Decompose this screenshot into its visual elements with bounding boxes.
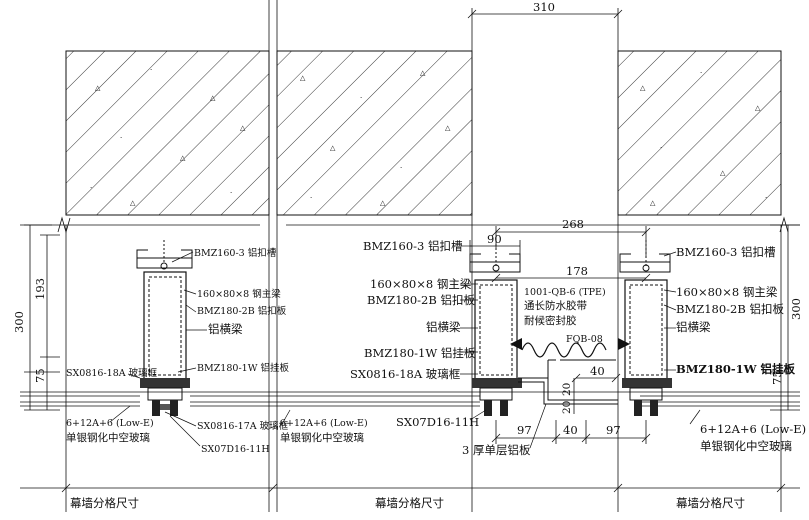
glass-panel-lines	[20, 391, 800, 407]
svg-text:△: △	[650, 199, 656, 207]
bottom-label-middle: 幕墙分格尺寸	[375, 496, 444, 510]
label-tpe-2: 通长防水胶带	[524, 299, 587, 312]
svg-text:△: △	[95, 84, 101, 92]
label-r-beam: 160×80×8 钢主梁	[676, 285, 778, 299]
svg-text:·: ·	[310, 194, 312, 202]
dim-97-left-label: 97	[517, 423, 532, 437]
label-left-bmz180-1w: BMZ180-1W 铝挂板	[197, 362, 289, 374]
label-r-bmz180-2b: BMZ180-2B 铝扣板	[676, 302, 784, 316]
label-c-sx0816-18a: SX0816-18A 玻璃框	[350, 367, 461, 381]
label-c-bmz160: BMZ160-3 铝扣槽	[363, 239, 463, 253]
dim-75-left-label: 75	[33, 368, 47, 383]
label-c-bmz180-2b: BMZ180-2B 铝扣板	[367, 293, 475, 307]
dim-20a-label: 20	[561, 383, 573, 396]
label-r-glass-spec: 6+12A+6 (Low-E)	[700, 422, 806, 436]
bottom-dims	[491, 420, 651, 444]
label-left-hengliang: 铝横梁	[208, 322, 243, 336]
svg-text:△: △	[180, 154, 186, 162]
mid-dims	[469, 226, 651, 283]
dim-178-label: 178	[566, 264, 588, 278]
dim-40-top-label: 40	[590, 364, 605, 378]
concrete-slab-left: △ · △ · △ · △ △ ·	[65, 50, 270, 216]
small-dims	[570, 373, 621, 414]
label-mid-glass-type: 单银钢化中空玻璃	[280, 431, 364, 444]
svg-text:△: △	[445, 124, 451, 132]
svg-text:·: ·	[360, 94, 362, 102]
dim-193-label: 193	[33, 278, 47, 300]
dim-20b-label: 20	[561, 401, 573, 414]
label-left-beam: 160×80×8 钢主梁	[197, 288, 281, 300]
dim-75-right-label: 75	[770, 370, 784, 385]
label-r-bmz180-1w: BMZ180-1W 铝挂板	[676, 362, 796, 376]
bottom-label-left: 幕墙分格尺寸	[70, 496, 139, 510]
label-c-bmz180-1w: BMZ180-1W 铝挂板	[364, 346, 476, 360]
svg-text:·: ·	[230, 189, 232, 197]
svg-text:·: ·	[120, 134, 122, 142]
svg-text:·: ·	[700, 69, 702, 77]
svg-text:△: △	[300, 74, 306, 82]
right-dims	[770, 224, 800, 411]
label-r-hengliang: 铝横梁	[676, 320, 711, 334]
label-r-bmz160: BMZ160-3 铝扣槽	[676, 245, 776, 259]
label-left-sx07d16: SX07D16-11H	[201, 444, 270, 455]
grid-dimension-line	[20, 483, 800, 493]
label-r-glass-type: 单银钢化中空玻璃	[700, 439, 792, 453]
leader-lines	[109, 245, 701, 449]
dim-90-label: 90	[487, 232, 502, 246]
dim-310-label: 310	[533, 0, 555, 14]
svg-text:·: ·	[765, 194, 767, 202]
sealant-joint	[510, 338, 630, 361]
svg-text:△: △	[640, 84, 646, 92]
svg-text:△: △	[330, 144, 336, 152]
label-c-alu-plate: 3 厚单层铝板	[462, 443, 531, 457]
label-left-sx0816-18a: SX0816-18A 玻璃框	[66, 367, 158, 379]
svg-text:△: △	[720, 169, 726, 177]
axis-lines	[65, 0, 782, 512]
label-left-glass-type: 单银钢化中空玻璃	[66, 431, 150, 444]
label-left-sx0816-17a: SX0816-17A 玻璃框	[197, 420, 289, 432]
floor-line	[20, 216, 800, 234]
concrete-slab-right: △ · △ · △ △ ·	[617, 50, 782, 216]
svg-text:△: △	[380, 199, 386, 207]
label-left-glass-spec: 6+12A+6 (Low-E)	[66, 418, 154, 429]
dim-97-right-label: 97	[606, 423, 621, 437]
mullion-left	[136, 240, 193, 416]
label-tpe-3: 耐候密封胶	[524, 314, 577, 327]
svg-text:·: ·	[90, 184, 92, 192]
dim-300-left-label: 300	[12, 311, 26, 333]
concrete-slab-middle: △ · △ △ · △ · △	[276, 50, 473, 216]
svg-text:△: △	[210, 94, 216, 102]
svg-text:·: ·	[400, 164, 402, 172]
dim-268-label: 268	[562, 217, 584, 231]
svg-text:△: △	[130, 199, 136, 207]
svg-text:·: ·	[660, 144, 662, 152]
left-dims	[24, 224, 60, 411]
label-c-hengliang: 铝横梁	[426, 320, 461, 334]
svg-text:△: △	[420, 69, 426, 77]
dim-300-right-label: 300	[789, 298, 803, 320]
aluminum-plate	[518, 359, 618, 405]
bottom-label-right: 幕墙分格尺寸	[676, 496, 745, 510]
mullion-middle	[469, 240, 522, 416]
label-c-sx07d16: SX07D16-11H	[396, 415, 479, 429]
label-left-bmz180-2b: BMZ180-2B 铝扣板	[197, 305, 287, 317]
dim-40-bottom-label: 40	[563, 423, 578, 437]
svg-text:·: ·	[150, 66, 152, 74]
label-left-bmz160: BMZ160-3 铝扣槽	[194, 247, 277, 259]
label-fqb: FQB-08	[566, 334, 603, 345]
mullion-right	[619, 240, 672, 416]
svg-text:△: △	[755, 104, 761, 112]
label-mid-glass-spec: 6+12A+6 (Low-E)	[280, 418, 368, 429]
dim-310	[467, 8, 623, 45]
label-tpe-1: 1001-QB-6 (TPE)	[524, 287, 606, 298]
label-c-beam: 160×80×8 钢主梁	[370, 277, 472, 291]
svg-text:△: △	[240, 124, 246, 132]
